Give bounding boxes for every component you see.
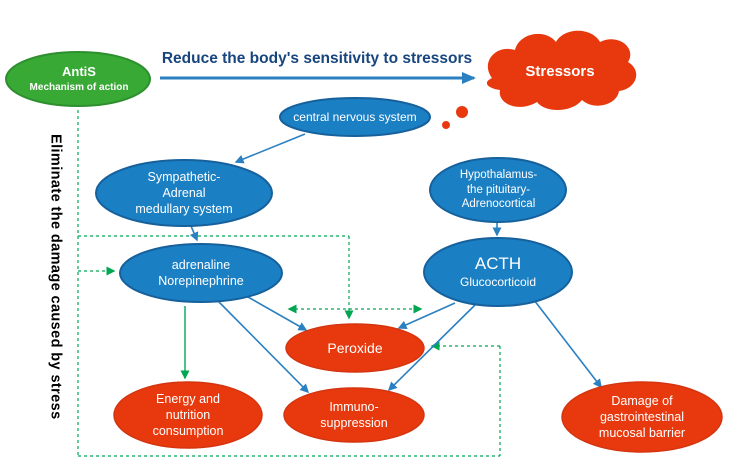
cns-ellipse <box>279 97 431 137</box>
connector-adrenaline-peroxide <box>247 296 308 331</box>
adrenaline-label: adrenaline Norepinephrine <box>158 257 244 288</box>
hpa-ellipse <box>429 157 567 223</box>
eliminate-damage-caption: Eliminate the damage caused by stress <box>47 134 64 420</box>
connector-acth-immuno <box>387 304 476 392</box>
peroxide-label: Peroxide <box>327 339 383 356</box>
damage-ellipse <box>561 381 723 453</box>
adrenaline-ellipse <box>119 243 283 303</box>
sympathetic-label: Sympathetic- Adrenal medullary system <box>135 169 233 217</box>
connector-sympathetic-adrenaline <box>189 225 199 242</box>
stressors-cloud <box>486 30 637 111</box>
cns-label: central nervous system <box>293 109 417 124</box>
acth-title: ACTH <box>474 254 522 274</box>
acth-ellipse <box>423 237 573 307</box>
connector-acth-peroxide <box>397 302 456 330</box>
damage-label: Damage of gastrointestinal mucosal barri… <box>598 393 686 441</box>
acth-subtitle: Glucocorticoid <box>459 275 537 290</box>
antis-subtitle: Mechanism of action <box>29 81 129 93</box>
stressors-tail-dot-large <box>456 106 468 118</box>
antis-title: AntiS <box>62 64 96 80</box>
energy-ellipse <box>113 381 263 449</box>
connector-cns-sympathetic <box>234 133 306 164</box>
reduce-sensitivity-caption: Reduce the body's sensitivity to stresso… <box>161 49 473 67</box>
energy-label: Energy and nutrition consumption <box>152 391 224 439</box>
acth-label: ACTH Glucocorticoid <box>426 239 570 305</box>
immuno-label: Immuno- suppression <box>320 399 388 430</box>
antis-ellipse <box>5 51 151 107</box>
hpa-label: Hypothalamus- the pituitary- Adrenocorti… <box>459 168 538 211</box>
sympathetic-ellipse <box>95 159 273 227</box>
stressors-tail-dot-small <box>442 121 450 129</box>
connector-adrenaline-immuno <box>217 300 310 394</box>
stressors-label: Stressors <box>525 63 595 81</box>
antis-label: AntiS Mechanism of action <box>6 52 152 106</box>
peroxide-ellipse <box>285 323 425 373</box>
connector-acth-damage <box>533 299 602 389</box>
immuno-ellipse <box>283 387 425 443</box>
